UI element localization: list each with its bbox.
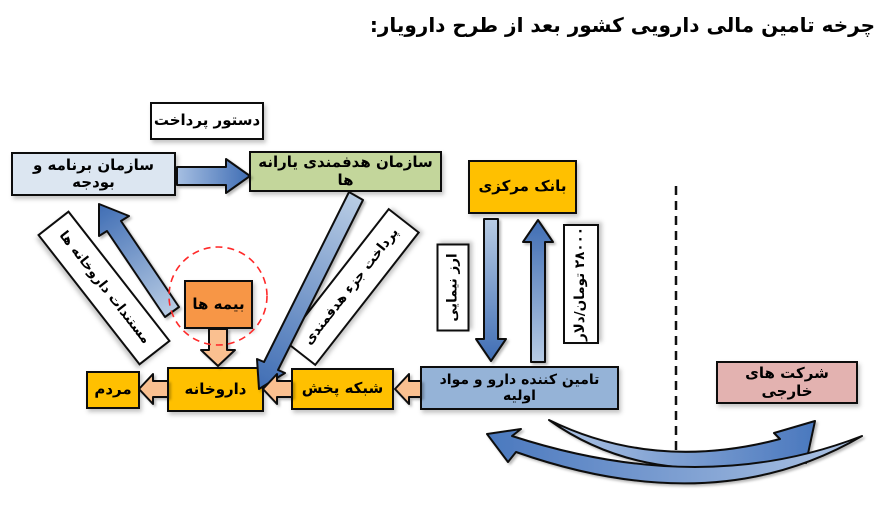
- exchange-rate-label: ۲۸۰۰۰ تومان/دلار: [563, 224, 599, 344]
- distribution-network-box: شبکه پخش: [291, 368, 394, 410]
- arrow-pharmacy-to-people: [138, 373, 169, 405]
- subsidy-component-payment-label: پرداخت جزء هدفمندی: [283, 207, 421, 367]
- pharmacy-documents-label: مستندات داروخانه ها: [37, 210, 171, 366]
- arrow-supplier-to-foreign-curved: [548, 419, 816, 470]
- arrow-bank-to-supplier: [475, 218, 507, 362]
- pharmacy-box: داروخانه: [167, 367, 264, 412]
- arrow-foreign-to-supplier-curved: [486, 428, 863, 485]
- nima-currency-label: ارز نیمایی: [436, 243, 470, 332]
- subsidy-targeting-organization-box: سازمان هدفمندی یارانه ها: [249, 151, 442, 192]
- people-box: مردم: [86, 371, 140, 409]
- arrow-budget-to-subsidy: [176, 158, 251, 194]
- insurances-box: بیمه ها: [184, 280, 253, 329]
- arrow-supplier-to-distribution: [394, 373, 422, 405]
- drug-supplier-box: تامین کننده دارو و مواد اولیه: [420, 366, 619, 410]
- arrow-insurance-to-pharmacy: [200, 328, 236, 367]
- arrow-distribution-to-pharmacy: [262, 373, 293, 405]
- budget-organization-box: سازمان برنامه و بودجه: [11, 152, 176, 196]
- central-bank-box: بانک مرکزی: [468, 160, 577, 214]
- arrow-supplier-to-bank: [522, 219, 554, 363]
- foreign-companies-box: شرکت های خارجی: [716, 361, 858, 404]
- payment-order-box: دستور پرداخت: [150, 102, 264, 140]
- page-title: چرخه تامین مالی دارویی کشور بعد از طرح د…: [369, 13, 875, 37]
